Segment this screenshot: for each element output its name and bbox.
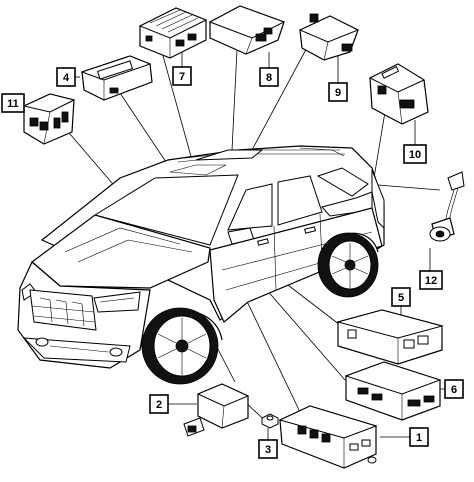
svg-text:4: 4 [63, 72, 70, 84]
part-10-module [368, 63, 429, 125]
svg-text:6: 6 [451, 384, 457, 396]
svg-text:3: 3 [265, 444, 271, 456]
vehicle-illustration [17, 145, 385, 385]
part-3-fastener [261, 413, 279, 429]
part-8-module [208, 5, 286, 55]
svg-text:7: 7 [179, 71, 185, 83]
callout-11: 11 [1, 93, 25, 113]
svg-text:2: 2 [156, 399, 162, 411]
svg-text:9: 9 [335, 87, 341, 99]
callout-2: 2 [149, 394, 169, 414]
part-5-junction-module [336, 309, 444, 365]
part-11-connector-module [22, 93, 76, 145]
svg-text:11: 11 [7, 98, 19, 110]
svg-text:8: 8 [266, 72, 272, 84]
callout-10: 10 [403, 144, 427, 164]
part-6-body-control-module [344, 361, 442, 421]
front-wheel [141, 307, 219, 385]
part-4-receiver [80, 55, 153, 101]
callout-9: 9 [328, 82, 348, 102]
callout-3: 3 [258, 439, 278, 459]
callout-1: 1 [409, 427, 429, 447]
svg-text:1: 1 [416, 432, 422, 444]
part-7-amplifier [138, 7, 208, 59]
rear-wheel [317, 232, 379, 298]
callout-8: 8 [259, 67, 279, 87]
svg-text:10: 10 [409, 149, 421, 161]
svg-text:5: 5 [398, 292, 404, 304]
callout-6: 6 [444, 379, 464, 399]
part-1-power-distribution-center [278, 405, 378, 469]
callout-5: 5 [391, 287, 411, 307]
callouts: 1 2 3 4 5 6 7 8 [1, 66, 464, 459]
callout-4: 4 [56, 67, 76, 87]
callout-7: 7 [172, 66, 192, 86]
svg-text:12: 12 [425, 275, 437, 287]
callout-12: 12 [419, 270, 443, 290]
part-12-sensor [429, 171, 465, 242]
part-2-sensor-module [183, 383, 250, 437]
part-9-control-unit [298, 13, 360, 61]
